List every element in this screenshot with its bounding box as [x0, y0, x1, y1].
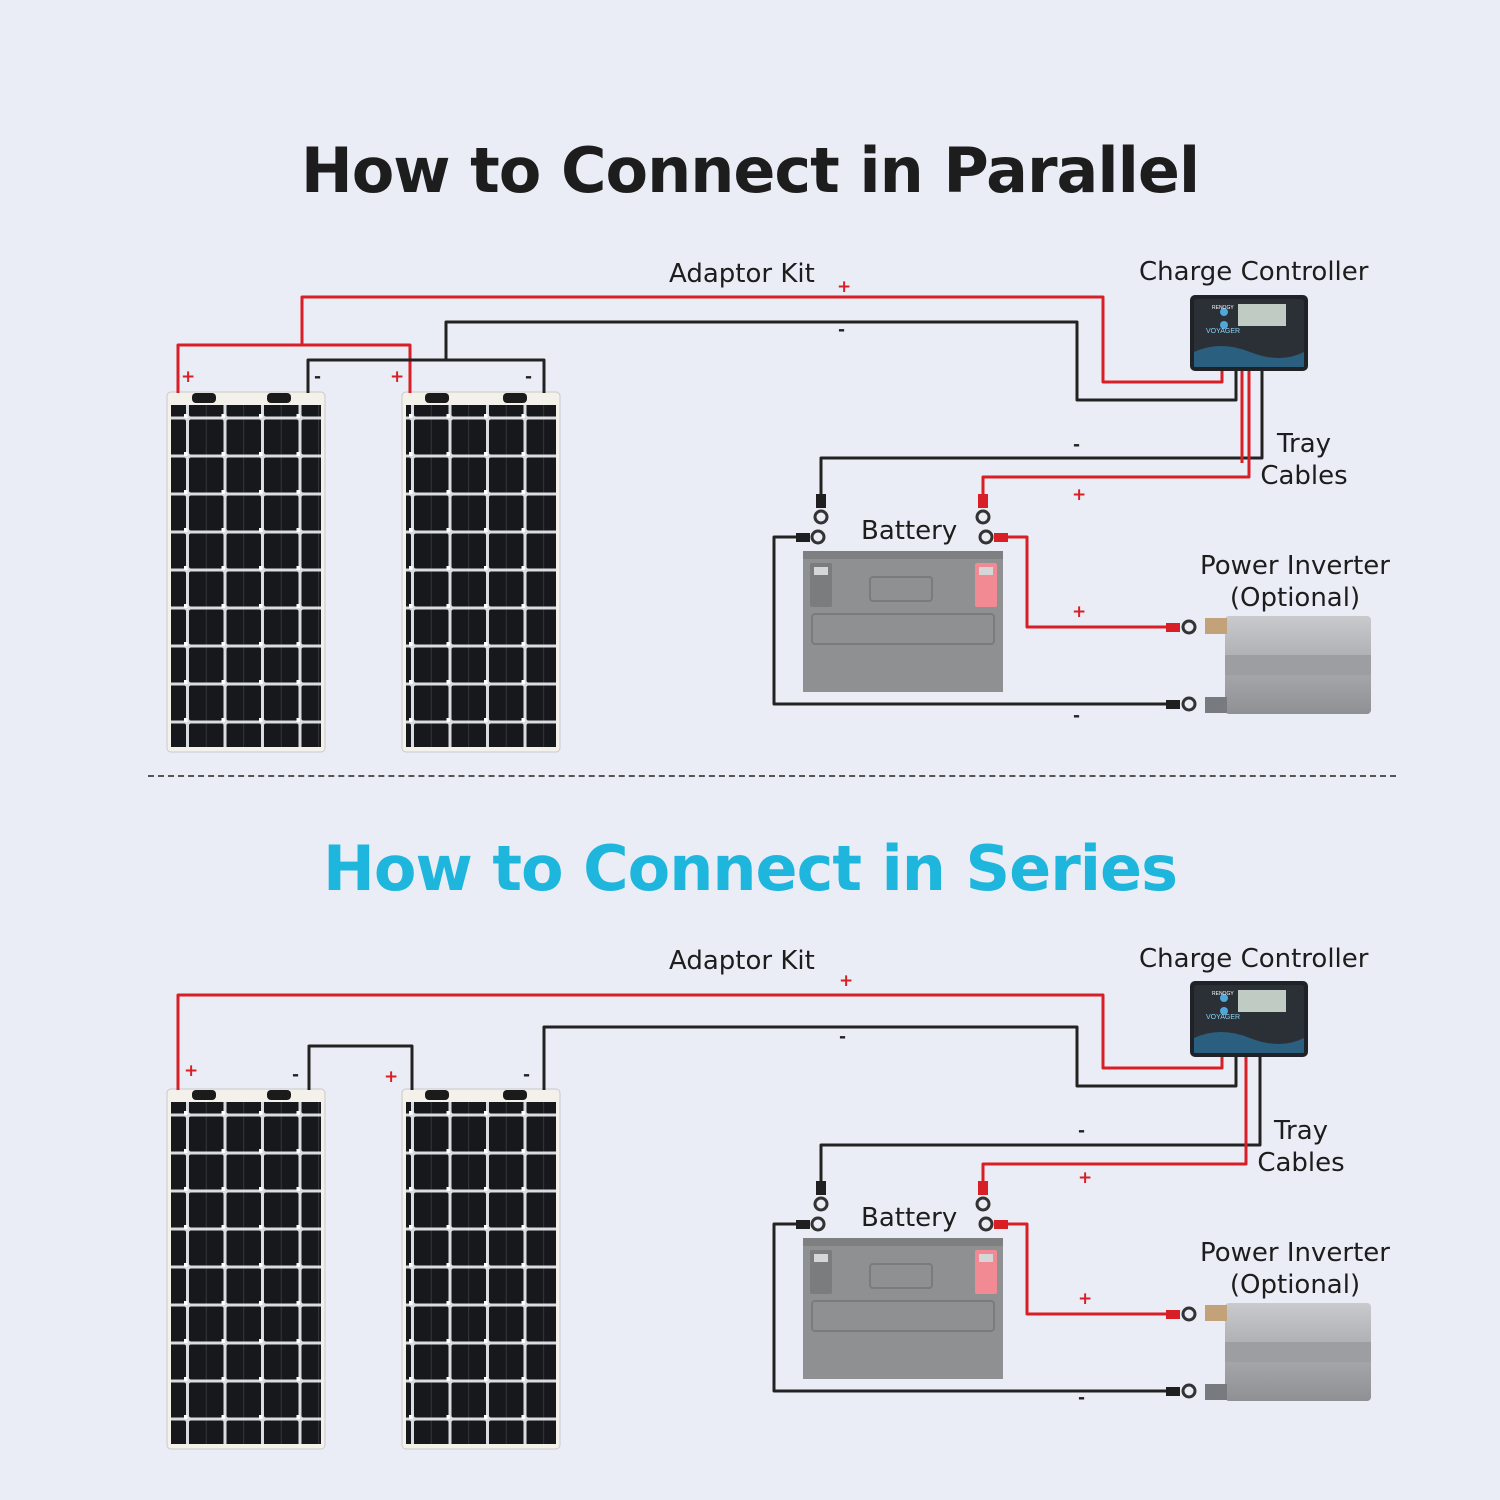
parallel-battery-label: Battery	[861, 516, 958, 546]
controller-brand-text: RENOGY	[1212, 991, 1234, 997]
charge-controller-graphic: VOYAGER RENOGY	[1190, 295, 1308, 371]
parallel-title: How to Connect in Parallel	[300, 134, 1200, 207]
series-title: How to Connect in Series	[322, 832, 1178, 905]
junction-box-positive	[192, 393, 216, 403]
power-inverter-graphic	[1205, 616, 1371, 714]
parallel-cables-label: Cables	[1260, 461, 1348, 491]
series-battery-label: Battery	[861, 1203, 958, 1233]
series-diagram: VOYAGER RENOGY	[166, 981, 1371, 1450]
plus-sign: +	[181, 367, 196, 387]
controller-model-text: VOYAGER	[1206, 1014, 1240, 1021]
minus-sign: -	[1073, 706, 1081, 726]
plus-sign: +	[1078, 1289, 1093, 1309]
series-wiring	[176, 993, 1262, 1393]
section-divider	[148, 775, 1396, 777]
minus-sign: -	[292, 1065, 300, 1085]
controller-brand-text: RENOGY	[1212, 305, 1234, 311]
solar-panel-1	[166, 391, 326, 753]
series-adaptor-kit-label: Adaptor Kit	[669, 946, 815, 976]
power-inverter-graphic	[1205, 1303, 1371, 1401]
minus-sign: -	[838, 320, 846, 340]
series-cables-label: Cables	[1257, 1148, 1345, 1178]
plus-sign: +	[1072, 602, 1087, 622]
plus-sign: +	[390, 367, 405, 387]
parallel-charge-controller-label: Charge Controller	[1139, 257, 1369, 287]
parallel-inverter-optional-label: (Optional)	[1229, 583, 1361, 613]
minus-sign: -	[839, 1027, 847, 1047]
battery-graphic	[803, 551, 1003, 692]
parallel-adaptor-kit-label: Adaptor Kit	[669, 259, 815, 289]
parallel-tray-label: Tray	[1276, 429, 1332, 459]
solar-panel-1	[166, 1088, 326, 1450]
solar-panel-2	[401, 1088, 561, 1450]
minus-sign: -	[1073, 435, 1081, 455]
ring-terminals	[796, 1181, 1197, 1399]
junction-box-negative	[267, 393, 291, 403]
plus-sign: +	[1072, 485, 1087, 505]
plus-sign: +	[839, 971, 854, 991]
ring-terminals	[796, 494, 1197, 712]
battery-graphic	[803, 1238, 1003, 1379]
minus-sign: -	[1078, 1121, 1086, 1141]
parallel-diagram: VOYAGER RENOGY	[166, 295, 1371, 753]
plus-sign: +	[384, 1067, 399, 1087]
parallel-wiring	[176, 295, 1264, 706]
series-inverter-optional-label: (Optional)	[1229, 1270, 1361, 1300]
series-charge-controller-label: Charge Controller	[1139, 944, 1369, 974]
solar-panel-2	[401, 391, 561, 753]
minus-sign: -	[314, 367, 322, 387]
plus-sign: +	[184, 1061, 199, 1081]
minus-sign: -	[523, 1065, 531, 1085]
plus-sign: +	[1078, 1168, 1093, 1188]
charge-controller-graphic: VOYAGER RENOGY	[1190, 981, 1308, 1057]
series-inverter-label: Power Inverter	[1200, 1238, 1390, 1268]
controller-model-text: VOYAGER	[1206, 328, 1240, 335]
minus-sign: -	[525, 367, 533, 387]
minus-sign: -	[1078, 1388, 1086, 1408]
plus-sign: +	[837, 277, 852, 297]
series-tray-label: Tray	[1273, 1116, 1329, 1146]
parallel-inverter-label: Power Inverter	[1200, 551, 1390, 581]
